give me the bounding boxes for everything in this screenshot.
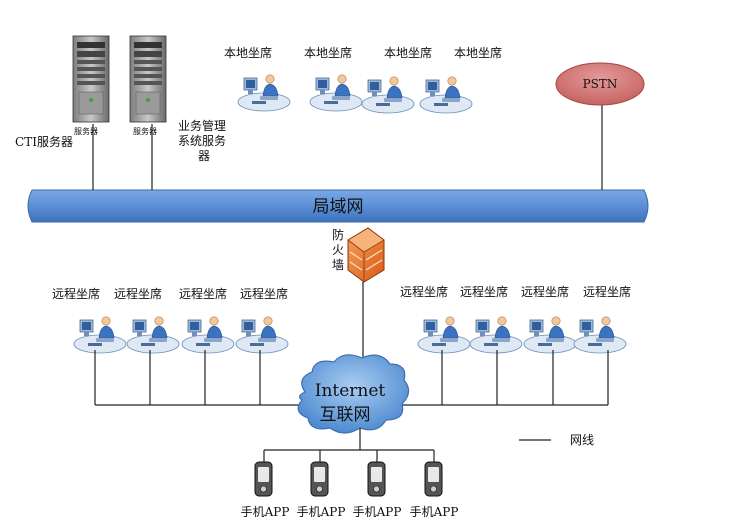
mobile-app-label: 手机APP xyxy=(410,505,459,519)
mobile-app-2: 手机APP xyxy=(297,461,346,519)
local-agent-label: 本地坐席 xyxy=(304,45,352,60)
phone-wiring xyxy=(263,428,435,462)
mobile-app-3: 手机APP xyxy=(353,461,402,519)
pstn-node: PSTN xyxy=(555,62,645,106)
local-agent-label: 本地坐席 xyxy=(384,45,432,60)
biz-server-label-1: 业务管理 xyxy=(178,118,226,133)
firewall-label-2: 火 xyxy=(332,243,344,257)
mobile-app-label: 手机APP xyxy=(353,505,402,519)
lan-bar xyxy=(27,189,649,223)
biz-server-label-3: 器 xyxy=(198,149,210,163)
local-agent-3: 本地坐席 xyxy=(361,45,432,114)
firewall-label-1: 防 xyxy=(332,227,344,242)
remote-wiring xyxy=(94,350,609,406)
remote-agent-label: 远程坐席 xyxy=(240,286,288,301)
mobile-app-1: 手机APP xyxy=(241,461,290,519)
firewall-label-3: 墙 xyxy=(332,258,344,272)
internet-cloud: Internet 互联网 xyxy=(297,354,410,434)
cti-server: 服务器 CTI服务器 xyxy=(15,35,110,149)
firewall: 防 火 墙 xyxy=(332,227,385,283)
mobile-app-label: 手机APP xyxy=(241,505,290,519)
remote-agent-label: 远程坐席 xyxy=(460,284,508,299)
pstn-label: PSTN xyxy=(583,77,618,91)
biz-server-label-2: 系统服务 xyxy=(178,133,226,148)
remote-agent-label: 远程坐席 xyxy=(114,286,162,301)
internet-label-cn: 互联网 xyxy=(320,405,371,425)
remote-agent-left-3: 远程坐席 xyxy=(179,286,235,354)
remote-agent-label: 远程坐席 xyxy=(521,284,569,299)
remote-agent-label: 远程坐席 xyxy=(400,284,448,299)
biz-server: 服务器 业务管理 系统服务 器 xyxy=(129,35,226,163)
remote-agent-left-4: 远程坐席 xyxy=(235,286,289,354)
remote-agent-label: 远程坐席 xyxy=(179,286,227,301)
remote-agent-right-3: 远程坐席 xyxy=(521,284,577,354)
remote-agent-left-1: 远程坐席 xyxy=(52,286,127,354)
local-agent-1: 本地坐席 xyxy=(224,45,291,112)
legend-label: 网线 xyxy=(570,433,594,447)
legend: 网线 xyxy=(519,433,594,447)
remote-agent-label: 远程坐席 xyxy=(52,286,100,301)
lan-label: 局域网 xyxy=(313,197,364,217)
mobile-app-4: 手机APP xyxy=(410,461,459,519)
local-agent-label: 本地坐席 xyxy=(224,45,272,60)
local-agent-4: 本地坐席 xyxy=(419,45,502,114)
remote-agent-left-2: 远程坐席 xyxy=(114,286,180,354)
remote-agent-label: 远程坐席 xyxy=(583,284,631,299)
local-agent-2: 本地坐席 xyxy=(304,45,363,112)
remote-agent-right-4: 远程坐席 xyxy=(573,284,631,354)
remote-agent-right-1: 远程坐席 xyxy=(400,284,471,354)
remote-agent-right-2: 远程坐席 xyxy=(460,284,523,354)
internet-label: Internet xyxy=(315,381,386,401)
biz-server-caption: 服务器 xyxy=(133,126,157,136)
cti-server-caption: 服务器 xyxy=(74,126,98,136)
cti-server-label: CTI服务器 xyxy=(15,134,73,149)
mobile-app-label: 手机APP xyxy=(297,505,346,519)
local-agent-label: 本地坐席 xyxy=(454,45,502,60)
